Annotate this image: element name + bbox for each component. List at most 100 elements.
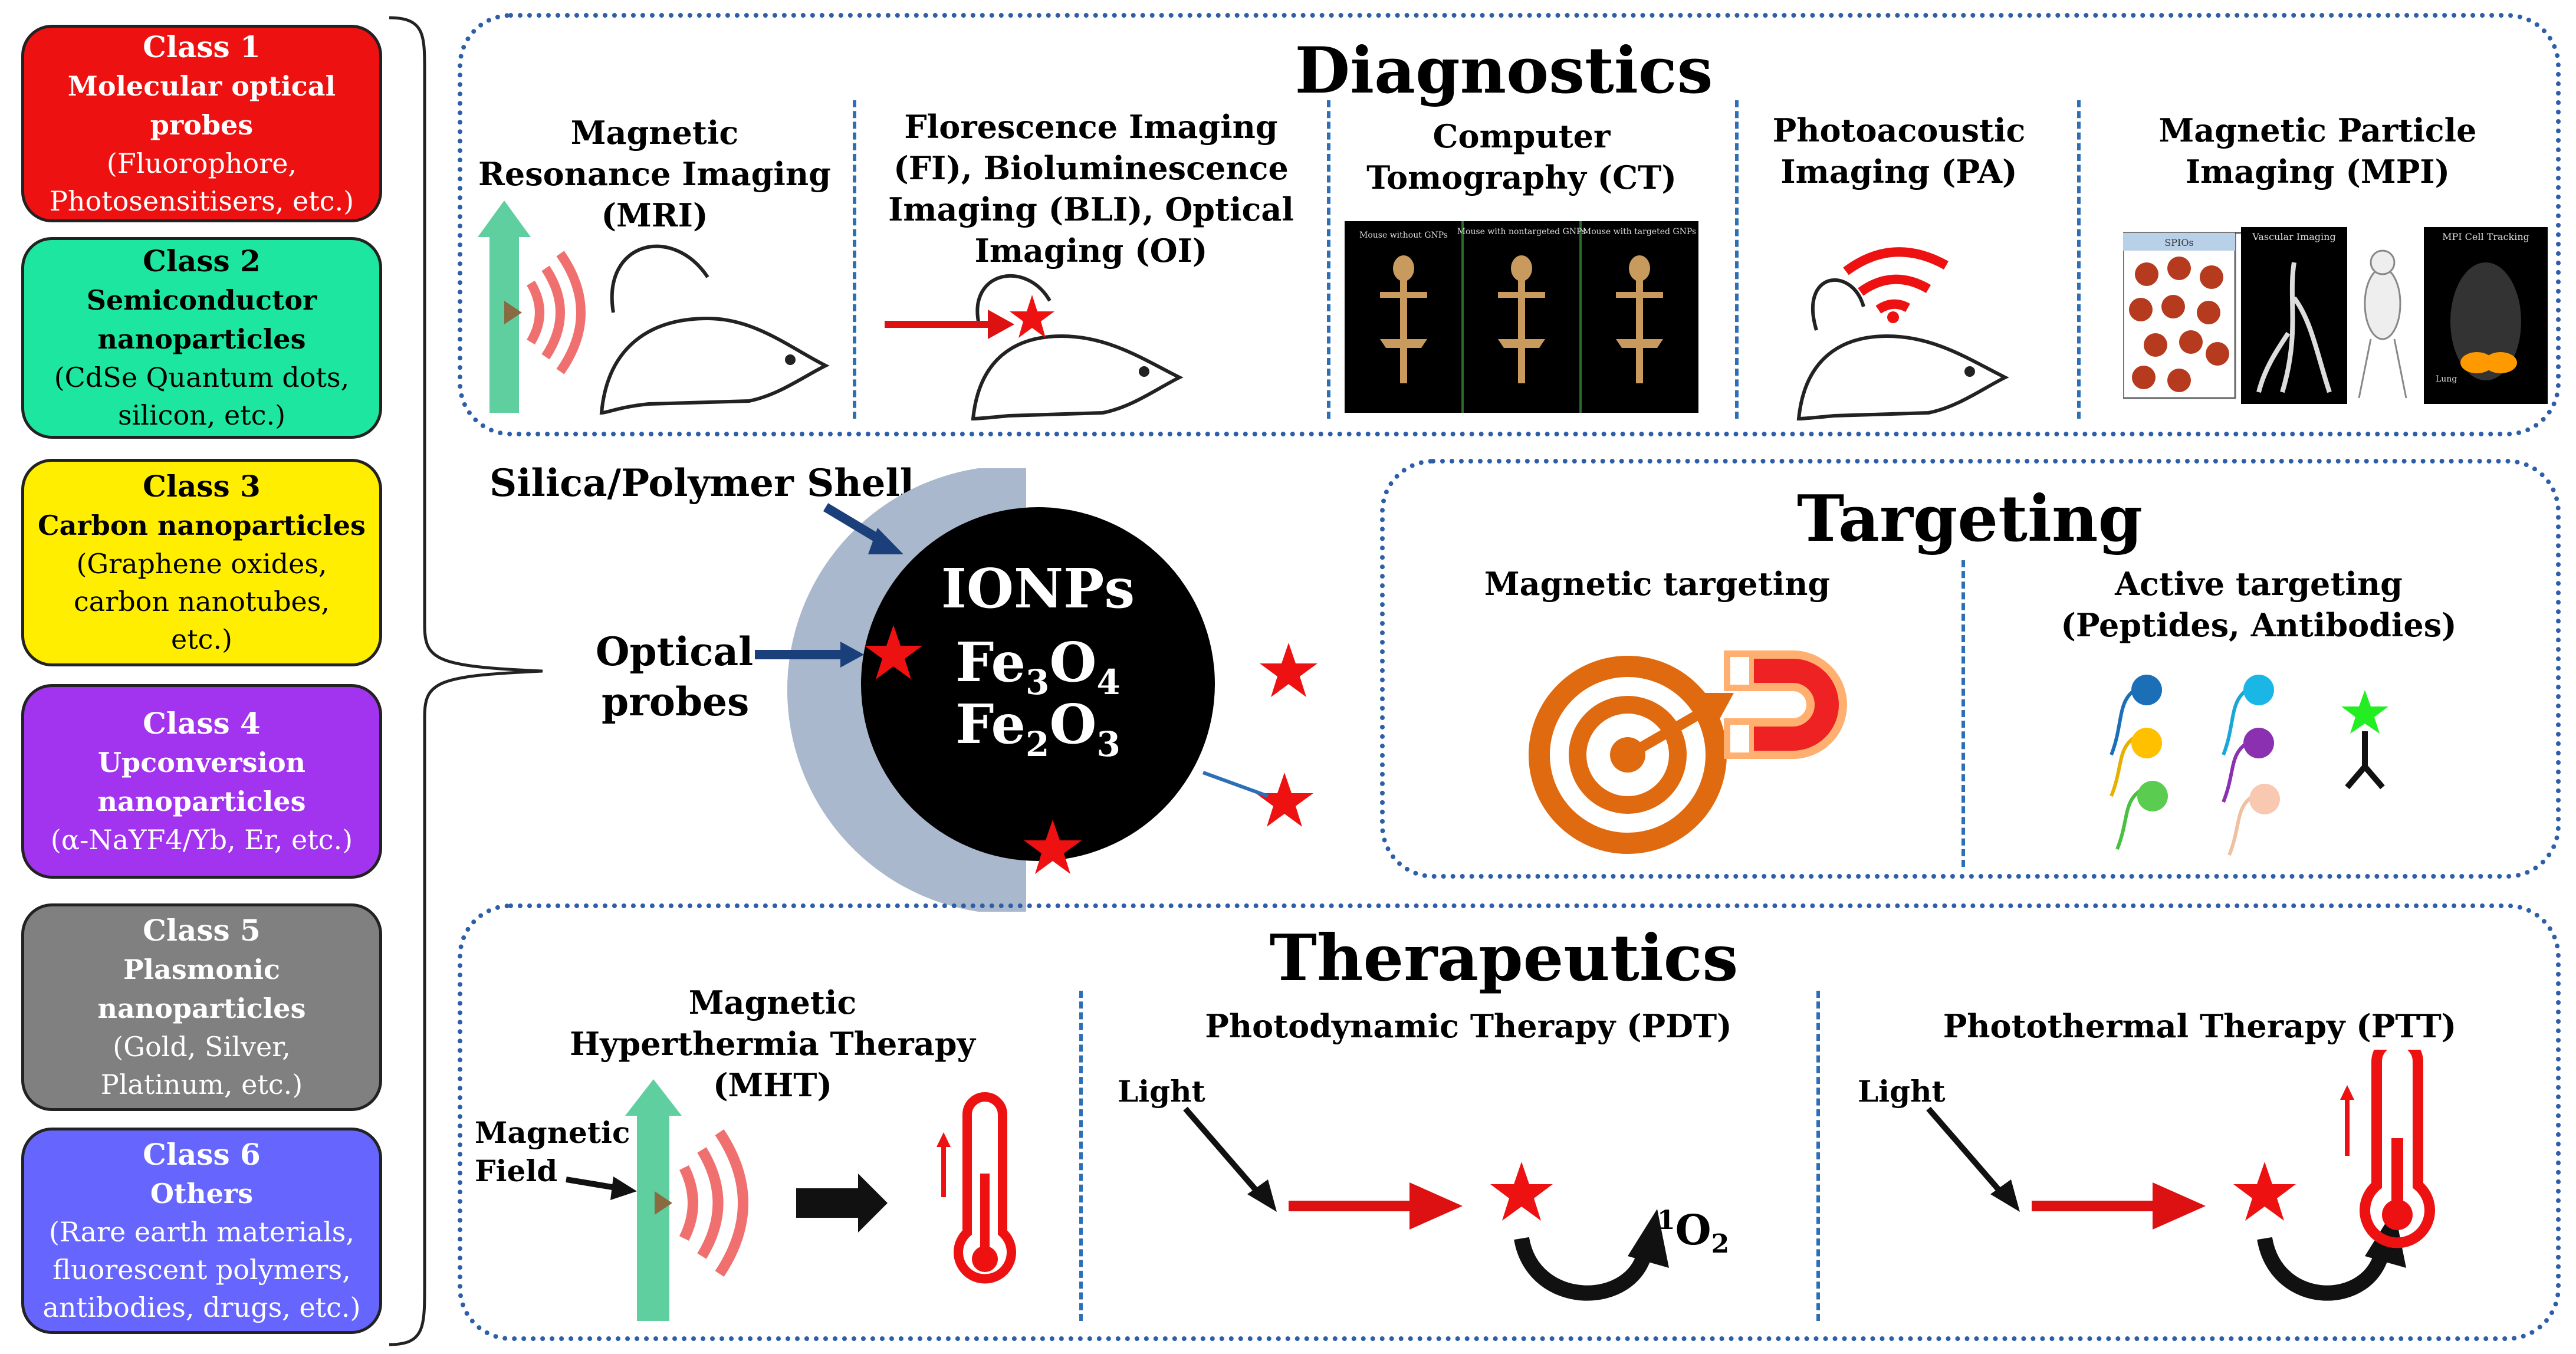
- probes-label-line1: Optical: [596, 629, 754, 675]
- diag-divider-4: [2077, 100, 2081, 419]
- ptt-illustration: [1926, 1050, 2435, 1301]
- mpi-vascular-label: Vascular Imaging: [2252, 231, 2335, 242]
- nanoparticle-illustration: IONPs Fe3O4 Fe2O3: [755, 468, 1317, 912]
- class-2-box: Class 2 Semiconductor nanoparticles (CdS…: [21, 237, 382, 439]
- photothermal-star-icon: [2233, 1162, 2296, 1221]
- therapeutics-title: Therapeutics: [1269, 921, 1739, 995]
- probe-linker: [1202, 771, 1269, 798]
- ther-divider-1: [1079, 991, 1083, 1321]
- class-3-desc: (Graphene oxides, carbon nanotubes, etc.…: [74, 548, 330, 655]
- ct-panel-1-label: Mouse without GNPs: [1359, 231, 1448, 240]
- mht-label: Magnetic Hyperthermia Therapy (MHT): [570, 984, 975, 1104]
- targeting-title: Targeting: [1796, 482, 2143, 556]
- peptide-icon: [2110, 675, 2280, 856]
- core-label-fe3o4: Fe3O4: [955, 630, 1121, 702]
- fluorophore-star-icon: [1010, 295, 1054, 338]
- pdt-label: Photodynamic Therapy (PDT): [1205, 1007, 1732, 1045]
- core-label-fe2o3: Fe2O3: [955, 692, 1121, 764]
- light-arrow-icon: [1183, 1106, 1277, 1212]
- class-2-desc: (CdSe Quantum dots, silicon, etc.): [54, 361, 350, 431]
- magnet-icon: [1724, 650, 1847, 759]
- singlet-oxygen-label: 1O2: [1657, 1205, 1729, 1259]
- class-4-number: Class 4: [143, 706, 261, 741]
- class-4-desc: (α-NaYF4/Yb, Er, etc.): [50, 824, 353, 856]
- therapeutics-panel: [458, 903, 2561, 1341]
- excitation-arrow-icon: [885, 310, 1014, 339]
- ct-label: Computer Tomography (CT): [1366, 117, 1677, 196]
- curved-arrow-icon: [1514, 1209, 1669, 1301]
- mpi-spio-label: SPIOs: [2164, 237, 2193, 248]
- thermometer-icon: [2340, 1050, 2435, 1248]
- probes-label-line2: probes: [602, 679, 750, 725]
- ct-panel-2-label: Mouse with nontargeted GNPs: [1457, 227, 1586, 236]
- light-arrow-icon: [1926, 1106, 2020, 1212]
- ct-skeleton-icon: [1380, 255, 1663, 383]
- probe-pointer-arrow-icon: [755, 642, 864, 668]
- dart-icon: [1631, 693, 1734, 757]
- ionp-core: [861, 507, 1215, 861]
- pa-label: Photoacoustic Imaging (PA): [1772, 111, 2026, 190]
- pa-wave-icon: [1843, 247, 1949, 314]
- pdt-light-label: Light: [1118, 1074, 1205, 1109]
- class-3-title: Carbon nanoparticles: [38, 510, 366, 541]
- shell-label: Silica/Polymer Shell: [489, 461, 915, 505]
- class-2-title: Semiconductor nanoparticles: [86, 284, 317, 355]
- class-4-title: Upconversion nanoparticles: [97, 747, 306, 817]
- fi-illustration: [885, 274, 1184, 421]
- class-5-box: Class 5 Plasmonic nanoparticles (Gold, S…: [21, 903, 382, 1111]
- targeting-panel: [1380, 459, 2561, 879]
- class-5-title: Plasmonic nanoparticles: [97, 954, 306, 1024]
- ther-divider-2: [1816, 991, 1820, 1321]
- mouse-icon: [1796, 278, 2009, 421]
- pdt-illustration: 1O2: [1183, 1106, 1729, 1301]
- active-targeting-illustration: [2110, 675, 2388, 856]
- fi-label: Florescence Imaging (FI), Bioluminescenc…: [888, 108, 1294, 270]
- class-1-desc: (Fluorophore, Photosensitisers, etc.): [49, 147, 354, 217]
- ct-illustration: Mouse without GNPs Mouse with nontargete…: [1345, 221, 1698, 413]
- antibody-icon: [2341, 690, 2388, 790]
- class-4-box: Class 4 Upconversion nanoparticles (α-Na…: [21, 684, 382, 879]
- diagnostics-panel: [458, 13, 2561, 436]
- core-label-ionps: IONPs: [941, 557, 1135, 620]
- mri-label: Magnetic Resonance Imaging (MRI): [478, 114, 831, 234]
- magnetic-field-label-line1: Magnetic: [475, 1115, 630, 1150]
- class-brace: [389, 16, 543, 1346]
- class-6-number: Class 6: [143, 1137, 261, 1172]
- diag-divider-3: [1735, 100, 1739, 419]
- mpi-illustration: SPIOs Vascular Imaging MPI Cell Tracking…: [2123, 227, 2548, 404]
- magnetic-targeting-label: Magnetic targeting: [1484, 565, 1831, 603]
- ptt-label: Photothermal Therapy (PTT): [1943, 1007, 2457, 1045]
- probe-star-icon: [865, 625, 1317, 874]
- targeting-divider: [1961, 560, 1965, 867]
- target-icon: [1529, 656, 1727, 854]
- thermometer-icon: [937, 1092, 1016, 1284]
- mri-illustration: [478, 201, 830, 415]
- field-arrow-icon: [478, 201, 531, 413]
- diagnostics-title: Diagnostics: [1294, 34, 1713, 108]
- red-arrow-icon: [1289, 1182, 1463, 1230]
- mouse-silhouette-icon: [2358, 249, 2407, 399]
- ptt-light-label: Light: [1858, 1074, 1946, 1109]
- mouse-icon: [971, 274, 1184, 421]
- class-1-box: Class 1 Molecular optical probes (Fluoro…: [21, 25, 382, 222]
- spio-particles-icon: [2129, 257, 2229, 392]
- photosensitiser-star-icon: [1490, 1162, 1553, 1221]
- class-6-box: Class 6 Others (Rare earth materials, fl…: [21, 1128, 382, 1334]
- mpi-label: Magnetic Particle Imaging (MPI): [2158, 111, 2477, 190]
- radio-wave-icon: [527, 251, 586, 374]
- heat-arrow-icon: [796, 1174, 888, 1233]
- class-5-desc: (Gold, Silver, Platinum, etc.): [100, 1031, 303, 1100]
- class-1-number: Class 1: [143, 29, 261, 64]
- magnetic-target-illustration: [1529, 650, 1847, 854]
- pa-illustration: [1796, 247, 2009, 421]
- class-6-desc: (Rare earth materials, fluorescent polym…: [42, 1216, 361, 1323]
- mpi-lung-label: Lung: [2436, 374, 2457, 384]
- class-5-number: Class 5: [143, 913, 261, 948]
- shell-pointer-arrow-icon: [823, 503, 903, 554]
- diag-divider-2: [1327, 100, 1330, 419]
- magnetic-field-label-line2: Field: [475, 1153, 558, 1188]
- class-2-number: Class 2: [143, 244, 261, 278]
- diag-divider-1: [853, 100, 856, 419]
- field-bar-icon: [625, 1079, 682, 1321]
- ct-panel-3-label: Mouse with targeted GNPs: [1583, 227, 1696, 236]
